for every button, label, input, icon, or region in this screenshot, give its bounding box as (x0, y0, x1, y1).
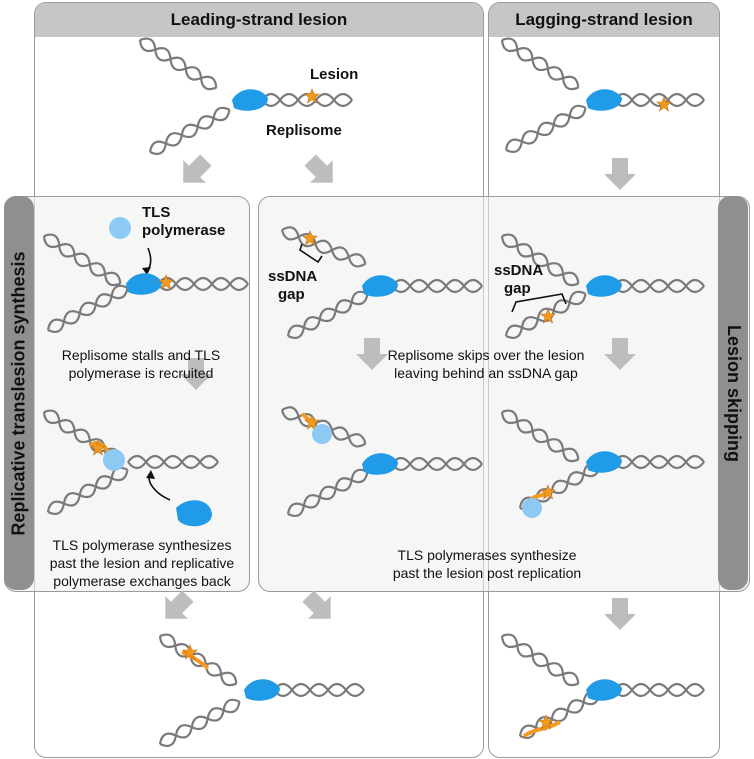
translesion-synthesis-tab: Replicative translesion synthesis (4, 196, 34, 590)
arrow-lagging-2 (604, 338, 636, 370)
tls-exchange-caption: TLS polymerase synthesizes past the lesi… (36, 536, 248, 590)
replisome-skip-tls (362, 453, 398, 475)
skip-caption: Replisome skips over the lesion leaving … (372, 346, 600, 382)
replisome-top-leading (232, 89, 268, 111)
skip-caption-line2: leaving behind an ssDNA gap (394, 365, 578, 381)
replisome-label: Replisome (266, 122, 342, 139)
tls-exchange-caption-line1: TLS polymerase synthesizes (52, 537, 232, 553)
replisome-top-lagging (586, 89, 622, 111)
replisome-final-leading (244, 679, 280, 701)
replisome-stalled (126, 273, 162, 295)
fork-final-leading (155, 629, 366, 751)
fork-skip-leading (278, 223, 484, 343)
stall-caption-line1: Replisome stalls and TLS (61, 347, 221, 363)
replisome-released (176, 500, 212, 527)
replisome-lagging-tls (586, 451, 622, 473)
post-replication-caption-line1: TLS polymerases synthesize (397, 547, 577, 563)
fork-tls-exchange (39, 405, 220, 527)
post-replication-caption: TLS polymerases synthesize past the lesi… (380, 546, 594, 582)
arrow-to-tls (171, 148, 218, 195)
tls-exchange-caption-line2: past the lesion and replicative (49, 555, 235, 571)
tls-polymerase-bound (103, 449, 125, 471)
arrow-lagging-3 (604, 598, 636, 630)
fork-lagging-tls (497, 405, 706, 518)
arrow-to-skip (298, 148, 345, 195)
tls-polymerase-skip (312, 424, 332, 444)
skip-caption-line1: Replisome skips over the lesion (387, 347, 585, 363)
leading-strand-title: Leading-strand lesion (35, 3, 483, 37)
tls-exchange-caption-line3: polymerase exchanges back (53, 573, 231, 589)
ssdna-gap-label-lagging-2: gap (504, 280, 531, 297)
replisome-lagging-skip (586, 275, 622, 297)
tls-polymerase-label-1: TLS (142, 204, 171, 221)
arrow-lagging-1 (604, 158, 636, 190)
lesion-skipping-band (258, 196, 750, 592)
ssdna-gap-label-lagging-1: ssDNA (494, 262, 544, 279)
translesion-synthesis-band (4, 196, 250, 592)
replisome-final-lagging (586, 679, 622, 701)
fork-tls-stall (39, 217, 250, 337)
tls-polymerase-free (109, 217, 131, 239)
fork-final-lagging (497, 629, 706, 743)
ssdna-gap-label-leading-1: ssDNA (268, 268, 318, 285)
post-replication-caption-line2: past the lesion post replication (392, 565, 582, 581)
stall-caption-line2: polymerase is recruited (68, 365, 214, 381)
stall-caption: Replisome stalls and TLS polymerase is r… (36, 346, 246, 382)
fork-top-lagging (497, 33, 706, 157)
fork-top-leading (135, 33, 354, 159)
replisome-skip-leading (362, 275, 398, 297)
lagging-strand-title: Lagging-strand lesion (489, 3, 719, 37)
lesion-label: Lesion (310, 66, 359, 83)
fork-lagging-skip (497, 229, 706, 343)
lesion-skipping-tab: Lesion skipping (718, 196, 748, 590)
tls-polymerase-label-2: polymerase (142, 222, 226, 239)
fork-skip-tls (278, 403, 484, 521)
ssdna-gap-label-leading-2: gap (278, 286, 305, 303)
tls-polymerase-lagging (522, 498, 542, 518)
arrow-tls-to-final (153, 584, 200, 631)
arrow-skip-to-final (296, 584, 343, 631)
